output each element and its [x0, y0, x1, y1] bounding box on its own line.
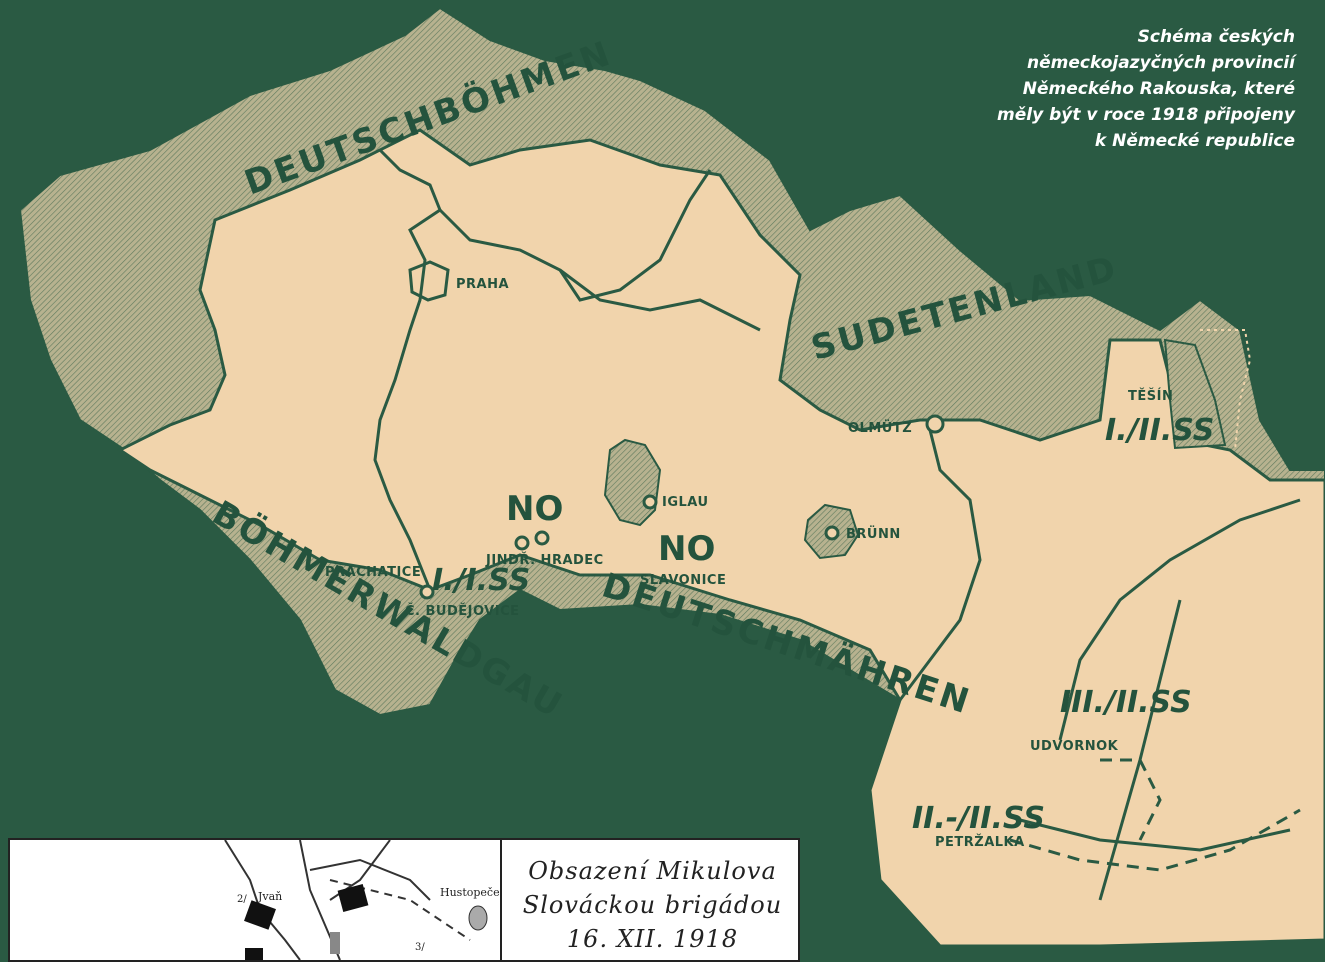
city-markers	[419, 414, 945, 600]
dashed-borders	[1009, 758, 1301, 872]
inset-label-frac2: 3/	[415, 942, 425, 953]
label-no-1: NO	[506, 489, 563, 529]
caption-line: Schéma českých	[1137, 27, 1295, 47]
rivers	[373, 148, 1301, 901]
label-slavonice: SLAVONICE	[640, 573, 726, 588]
label-petrzalka: PETRŽALKA	[935, 834, 1025, 850]
inset-title: Obsazení Mikulova Slováckou brigádou 16.…	[510, 854, 795, 956]
label-unit-ss3: III./II.SS	[1060, 685, 1192, 720]
inset-label-ivan: Jvaň	[257, 890, 282, 903]
label-tesin: TĚŠÍN	[1128, 388, 1173, 404]
label-unit-iss: I./I.SS	[432, 563, 530, 598]
tesin-strip	[1163, 338, 1227, 450]
label-prachatice: PRACHATICE	[325, 565, 421, 580]
caption-line: měly být v roce 1918 připojeny	[997, 105, 1295, 125]
label-budejovice: Č. BUDĚJOVICE	[405, 603, 520, 619]
caption-line: Německého Rakouska, které	[1022, 79, 1295, 99]
label-praha: PRAHA	[456, 277, 509, 292]
caption-line: německojazyčných provincií	[1027, 53, 1295, 73]
label-jindr-hradec: JINDŘ. HRADEC	[485, 552, 604, 568]
label-iglau: IGLAU	[662, 495, 709, 510]
praha-outline	[408, 260, 450, 302]
label-brunn: BRÜNN	[846, 526, 901, 542]
label-unit-ss2: II.-/II.SS	[912, 801, 1045, 836]
inset-panel: Jvaň Hustopeče 2/ 3/ Obsazení Mikulova S…	[8, 838, 800, 962]
map-caption: Schéma českých německojazyčných provinci…	[935, 24, 1295, 154]
czech-core-land	[117, 128, 1325, 946]
caption-line: k Německé republice	[1094, 131, 1295, 151]
inset-title-line: Slováckou brigádou	[522, 891, 783, 919]
inset-map: Jvaň Hustopeče 2/ 3/	[224, 840, 500, 960]
inset-title-line: Obsazení Mikulova	[528, 857, 777, 885]
inset-title-line: 16. XII. 1918	[566, 925, 739, 953]
inset-label-hustopece: Hustopeče	[440, 886, 500, 899]
label-olmutz: OLMÜTZ	[848, 420, 912, 436]
inset-label-frac1: 2/	[237, 894, 247, 905]
label-unit-tesin: I./II.SS	[1105, 413, 1214, 448]
dotted-border	[1200, 329, 1252, 451]
label-udvornok: UDVORNOK	[1030, 739, 1119, 754]
label-no-2: NO	[658, 529, 715, 569]
inset-divider	[500, 840, 502, 960]
